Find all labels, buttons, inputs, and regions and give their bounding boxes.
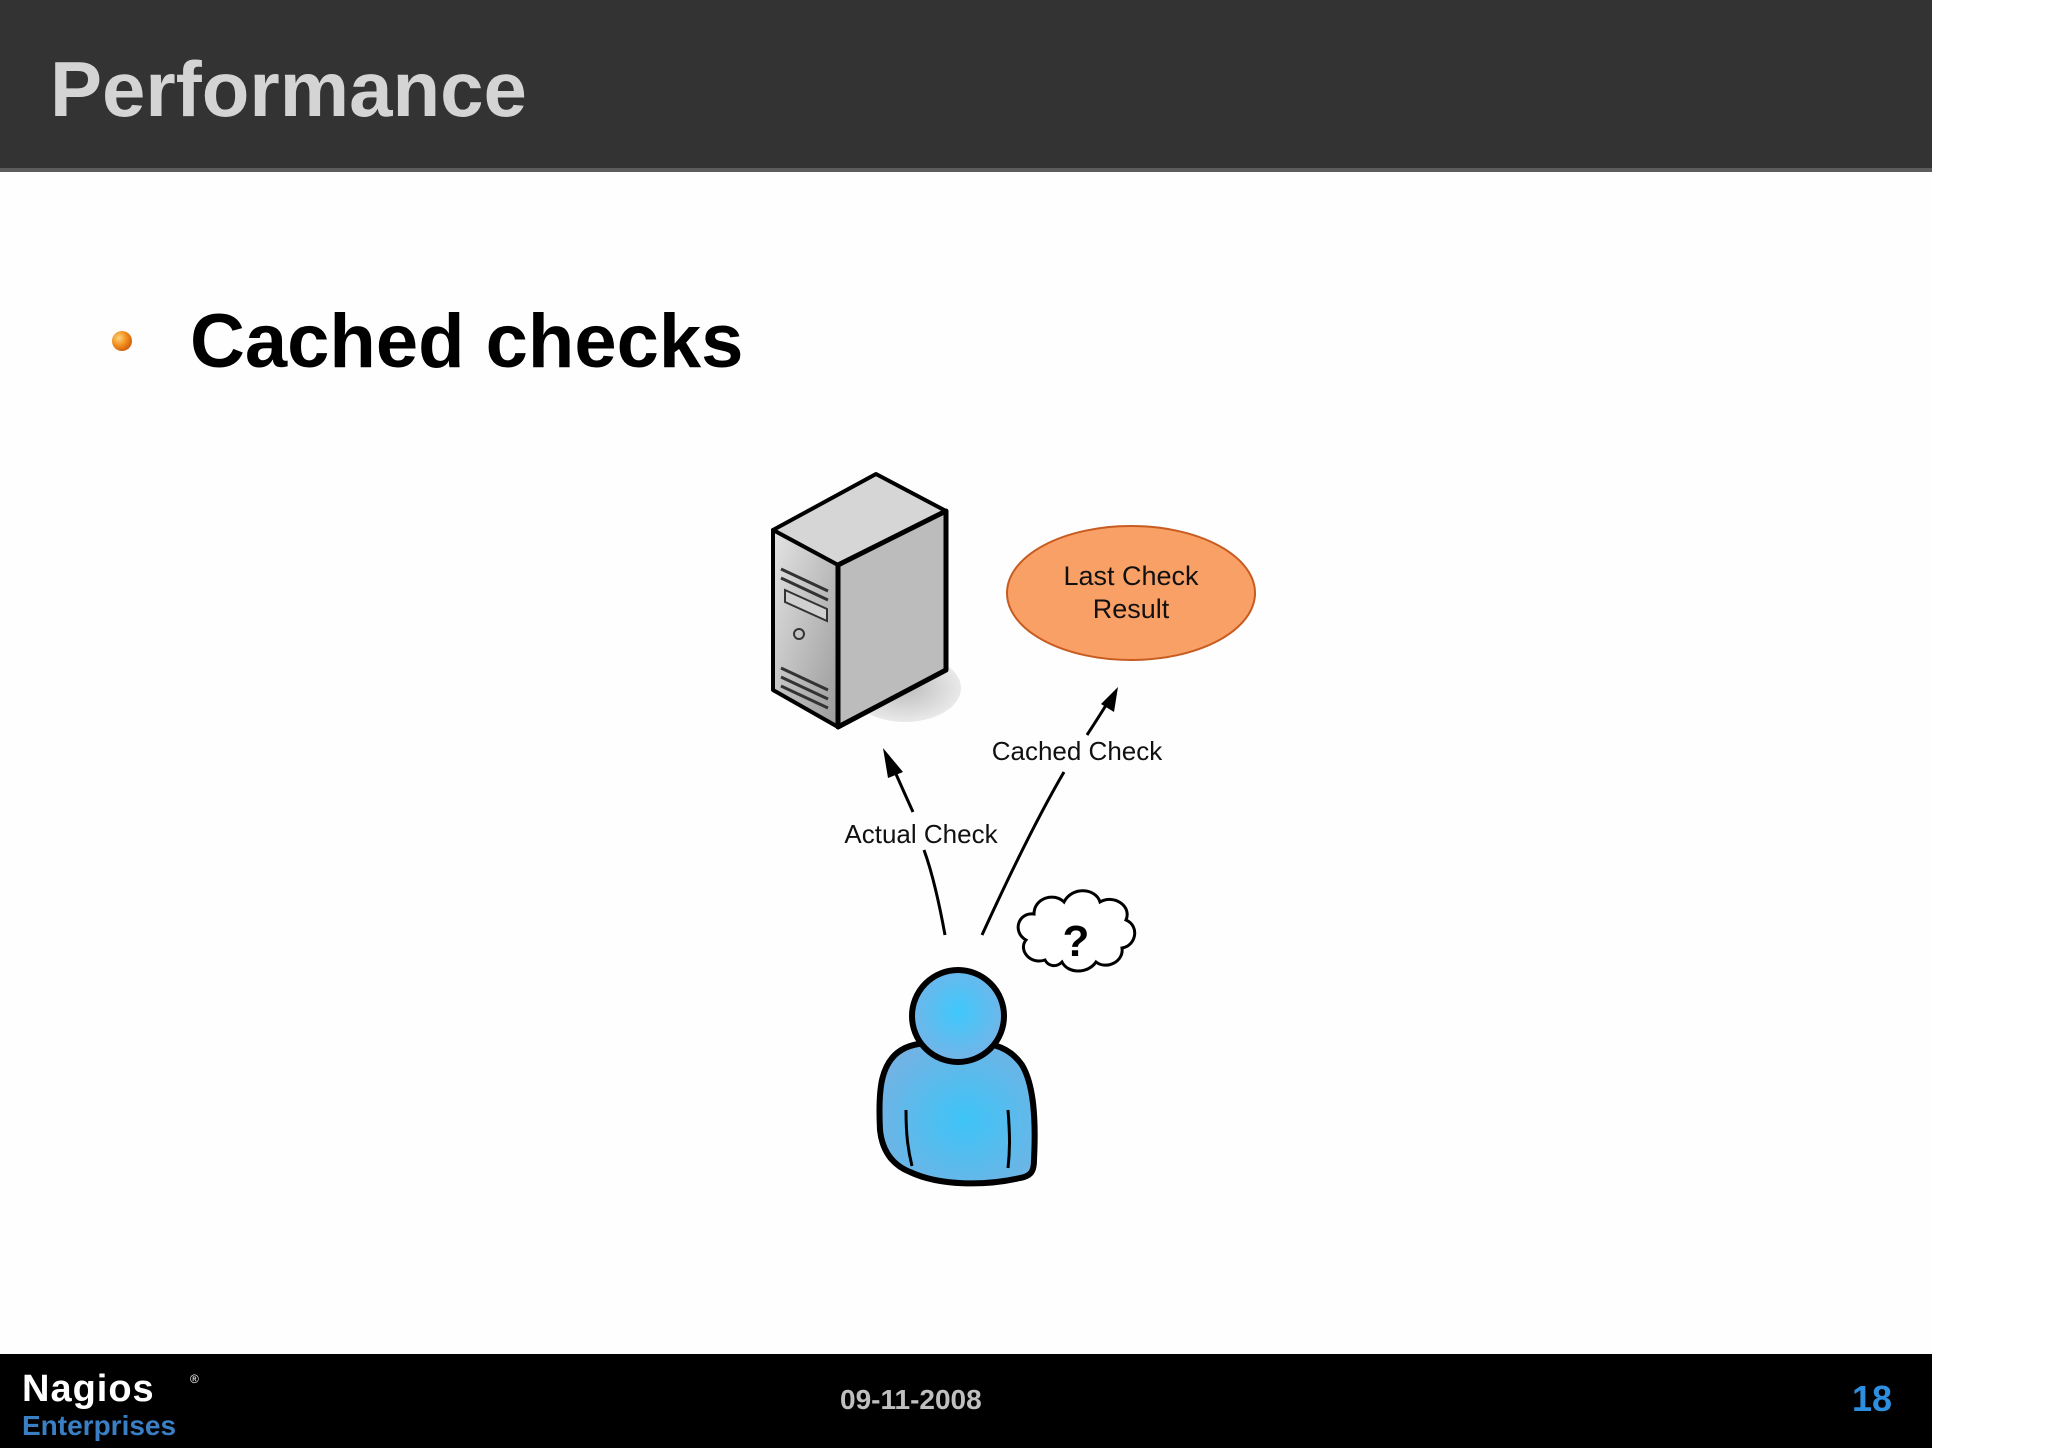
last-check-label-line2: Result bbox=[1093, 594, 1170, 624]
footer-date: 09-11-2008 bbox=[840, 1384, 982, 1415]
slide-right-margin bbox=[1932, 0, 2048, 1448]
slide-footer: Nagios ® Enterprises 09-11-2008 18 bbox=[0, 1354, 1932, 1448]
bullet-dot-icon bbox=[112, 331, 132, 351]
slide-title: Performance bbox=[50, 45, 527, 133]
actual-check-arrow: Actual Check bbox=[844, 748, 999, 936]
last-check-label-line1: Last Check bbox=[1063, 561, 1199, 591]
cached-check-arrow: Cached Check bbox=[980, 687, 1164, 936]
cached-check-label: Cached Check bbox=[992, 736, 1164, 766]
server-icon bbox=[771, 472, 961, 730]
slide-header: Performance bbox=[0, 0, 1932, 172]
thought-question-mark: ? bbox=[1063, 917, 1090, 966]
logo-main-text: Nagios bbox=[22, 1368, 155, 1410]
page-number: 18 bbox=[1852, 1378, 1893, 1419]
bullet-item: Cached checks bbox=[112, 296, 743, 386]
logo-registered-mark: ® bbox=[190, 1372, 199, 1386]
thought-cloud-icon: ? bbox=[1016, 889, 1137, 973]
bullet-text: Cached checks bbox=[190, 298, 744, 384]
slide: Performance Cached checks bbox=[0, 0, 1932, 1448]
logo-sub-text: Enterprises bbox=[22, 1410, 177, 1441]
user-person-icon bbox=[876, 967, 1038, 1187]
cached-check-diagram: Last Check Result Actual Check Cached Ch… bbox=[771, 472, 1256, 1187]
last-check-result-node: Last Check Result bbox=[1006, 525, 1256, 661]
nagios-enterprises-logo: Nagios ® Enterprises bbox=[22, 1368, 222, 1444]
actual-check-label: Actual Check bbox=[844, 819, 998, 849]
